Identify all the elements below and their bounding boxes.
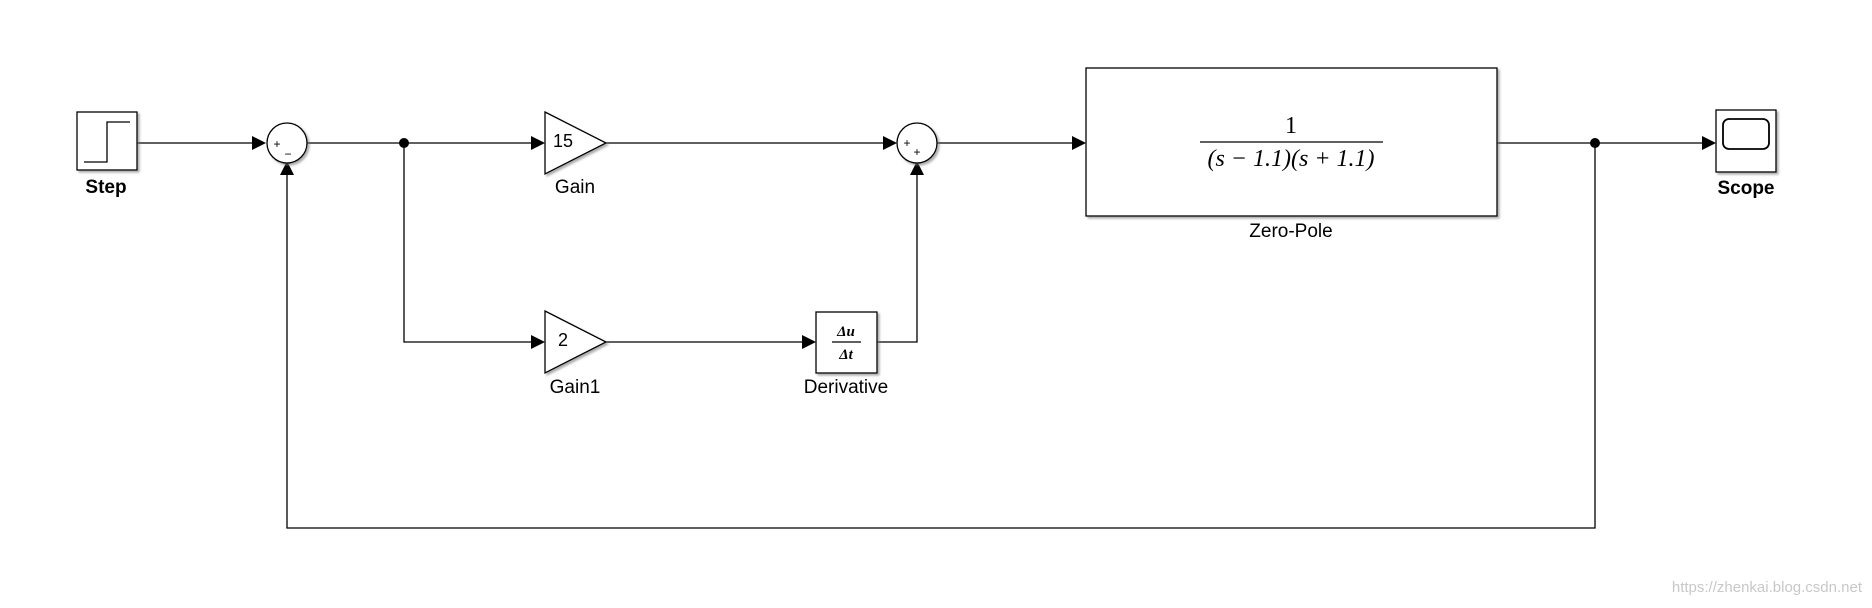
watermark-text: https://zhenkai.blog.csdn.net [1672, 579, 1863, 596]
derivative-box[interactable] [815, 311, 878, 374]
gain-block[interactable]: 15 Gain [544, 110, 608, 198]
step-block[interactable]: Step [76, 111, 138, 198]
derivative-numerator: Δu [836, 324, 855, 340]
sum1-sign-bottom: − [284, 147, 291, 161]
zero-pole-denominator: (s − 1.1)(s + 1.1) [1207, 146, 1374, 172]
arrowhead [531, 136, 545, 150]
wire-derivative-sum2[interactable] [877, 175, 918, 343]
arrowhead [802, 335, 816, 349]
step-icon [84, 121, 130, 163]
arrowhead [1702, 136, 1716, 150]
derivative-denominator: Δt [838, 347, 853, 363]
arrowhead [883, 136, 897, 150]
step-label: Step [85, 177, 126, 198]
scope-label: Scope [1717, 178, 1774, 199]
gain-value: 15 [553, 131, 573, 151]
derivative-block[interactable]: Δu Δt Derivative [804, 311, 888, 398]
arrowhead [1072, 136, 1086, 150]
scope-block[interactable]: Scope [1715, 109, 1777, 199]
gain1-triangle[interactable] [544, 309, 608, 375]
scope-screen-icon [1722, 118, 1770, 150]
zero-pole-label: Zero-Pole [1249, 221, 1332, 242]
arrowhead [280, 161, 294, 175]
arrowhead [252, 136, 266, 150]
gain1-label: Gain1 [550, 377, 601, 398]
sum1-sign-top: + [273, 137, 280, 151]
sum2-sign-bottom: + [913, 145, 920, 159]
sum2-sign-top: + [903, 136, 910, 150]
zero-pole-block[interactable]: 1 (s − 1.1)(s + 1.1) Zero-Pole [1085, 67, 1498, 242]
sum2-block[interactable]: + + [896, 122, 938, 164]
wire-branch-gain1[interactable] [403, 143, 533, 343]
gain1-block[interactable]: 2 Gain1 [544, 309, 608, 398]
arrowhead [531, 335, 545, 349]
sum2-circle[interactable] [896, 122, 938, 164]
gain1-value: 2 [558, 330, 568, 350]
gain-triangle[interactable] [544, 110, 608, 176]
arrowhead [910, 161, 924, 175]
signal-lines [137, 136, 1716, 529]
zero-pole-numerator: 1 [1285, 113, 1297, 139]
derivative-label: Derivative [804, 377, 888, 398]
wire-feedback[interactable] [286, 143, 1596, 529]
sum1-circle[interactable] [266, 122, 308, 164]
sum1-block[interactable]: + − [266, 122, 308, 164]
gain-label: Gain [555, 177, 595, 198]
